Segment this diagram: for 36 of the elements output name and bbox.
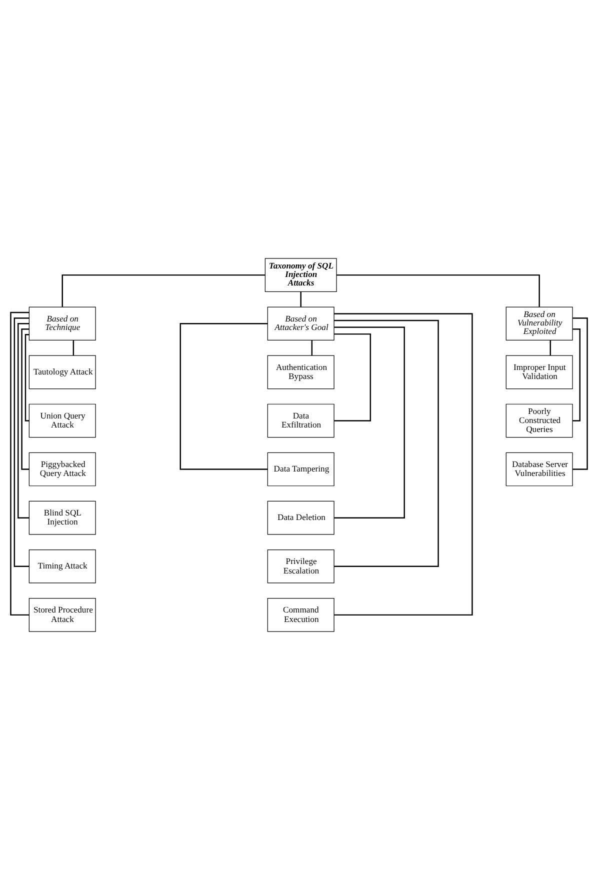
- node-box: Union Query Attack: [28, 404, 96, 438]
- node-box: Data Exfiltration: [267, 404, 334, 438]
- node-box: Based on Vulnerability Exploited: [506, 306, 573, 341]
- node-box: Command Execution: [267, 598, 334, 632]
- connector: [311, 340, 313, 356]
- connector: [334, 333, 372, 422]
- connector: [334, 313, 473, 616]
- node-box: Stored Procedure Attack: [28, 598, 96, 632]
- node-box: Tautology Attack: [28, 355, 96, 390]
- node-box: Blind SQL Injection: [28, 500, 96, 535]
- connector: [10, 312, 30, 616]
- connector: [62, 274, 266, 307]
- connector: [21, 328, 30, 470]
- node-box: Piggybacked Query Attack: [28, 452, 96, 486]
- node-box: Data Tampering: [267, 452, 334, 486]
- connector: [72, 340, 74, 356]
- node-box: Poorly Constructed Queries: [506, 404, 573, 438]
- node-box: Based on Attacker's Goal: [267, 306, 334, 341]
- connector: [300, 292, 302, 307]
- connector: [334, 320, 439, 567]
- connector: [18, 323, 30, 518]
- connector: [180, 323, 268, 470]
- connector: [24, 334, 30, 422]
- node-box: Improper Input Validation: [506, 355, 573, 390]
- node-box: Authentication Bypass: [267, 355, 334, 390]
- node-box: Taxonomy of SQL Injection Attacks: [264, 258, 337, 292]
- connector: [550, 340, 551, 356]
- connector: [14, 317, 30, 567]
- node-box: Privilege Escalation: [267, 549, 334, 584]
- connector: [336, 274, 540, 307]
- node-box: Timing Attack: [28, 549, 96, 584]
- connector: [334, 326, 405, 518]
- connector: [572, 328, 580, 422]
- node-box: Data Deletion: [267, 500, 334, 535]
- node-box: Database Server Vulnerabilities: [506, 452, 573, 486]
- node-box: Based on Technique: [28, 306, 96, 341]
